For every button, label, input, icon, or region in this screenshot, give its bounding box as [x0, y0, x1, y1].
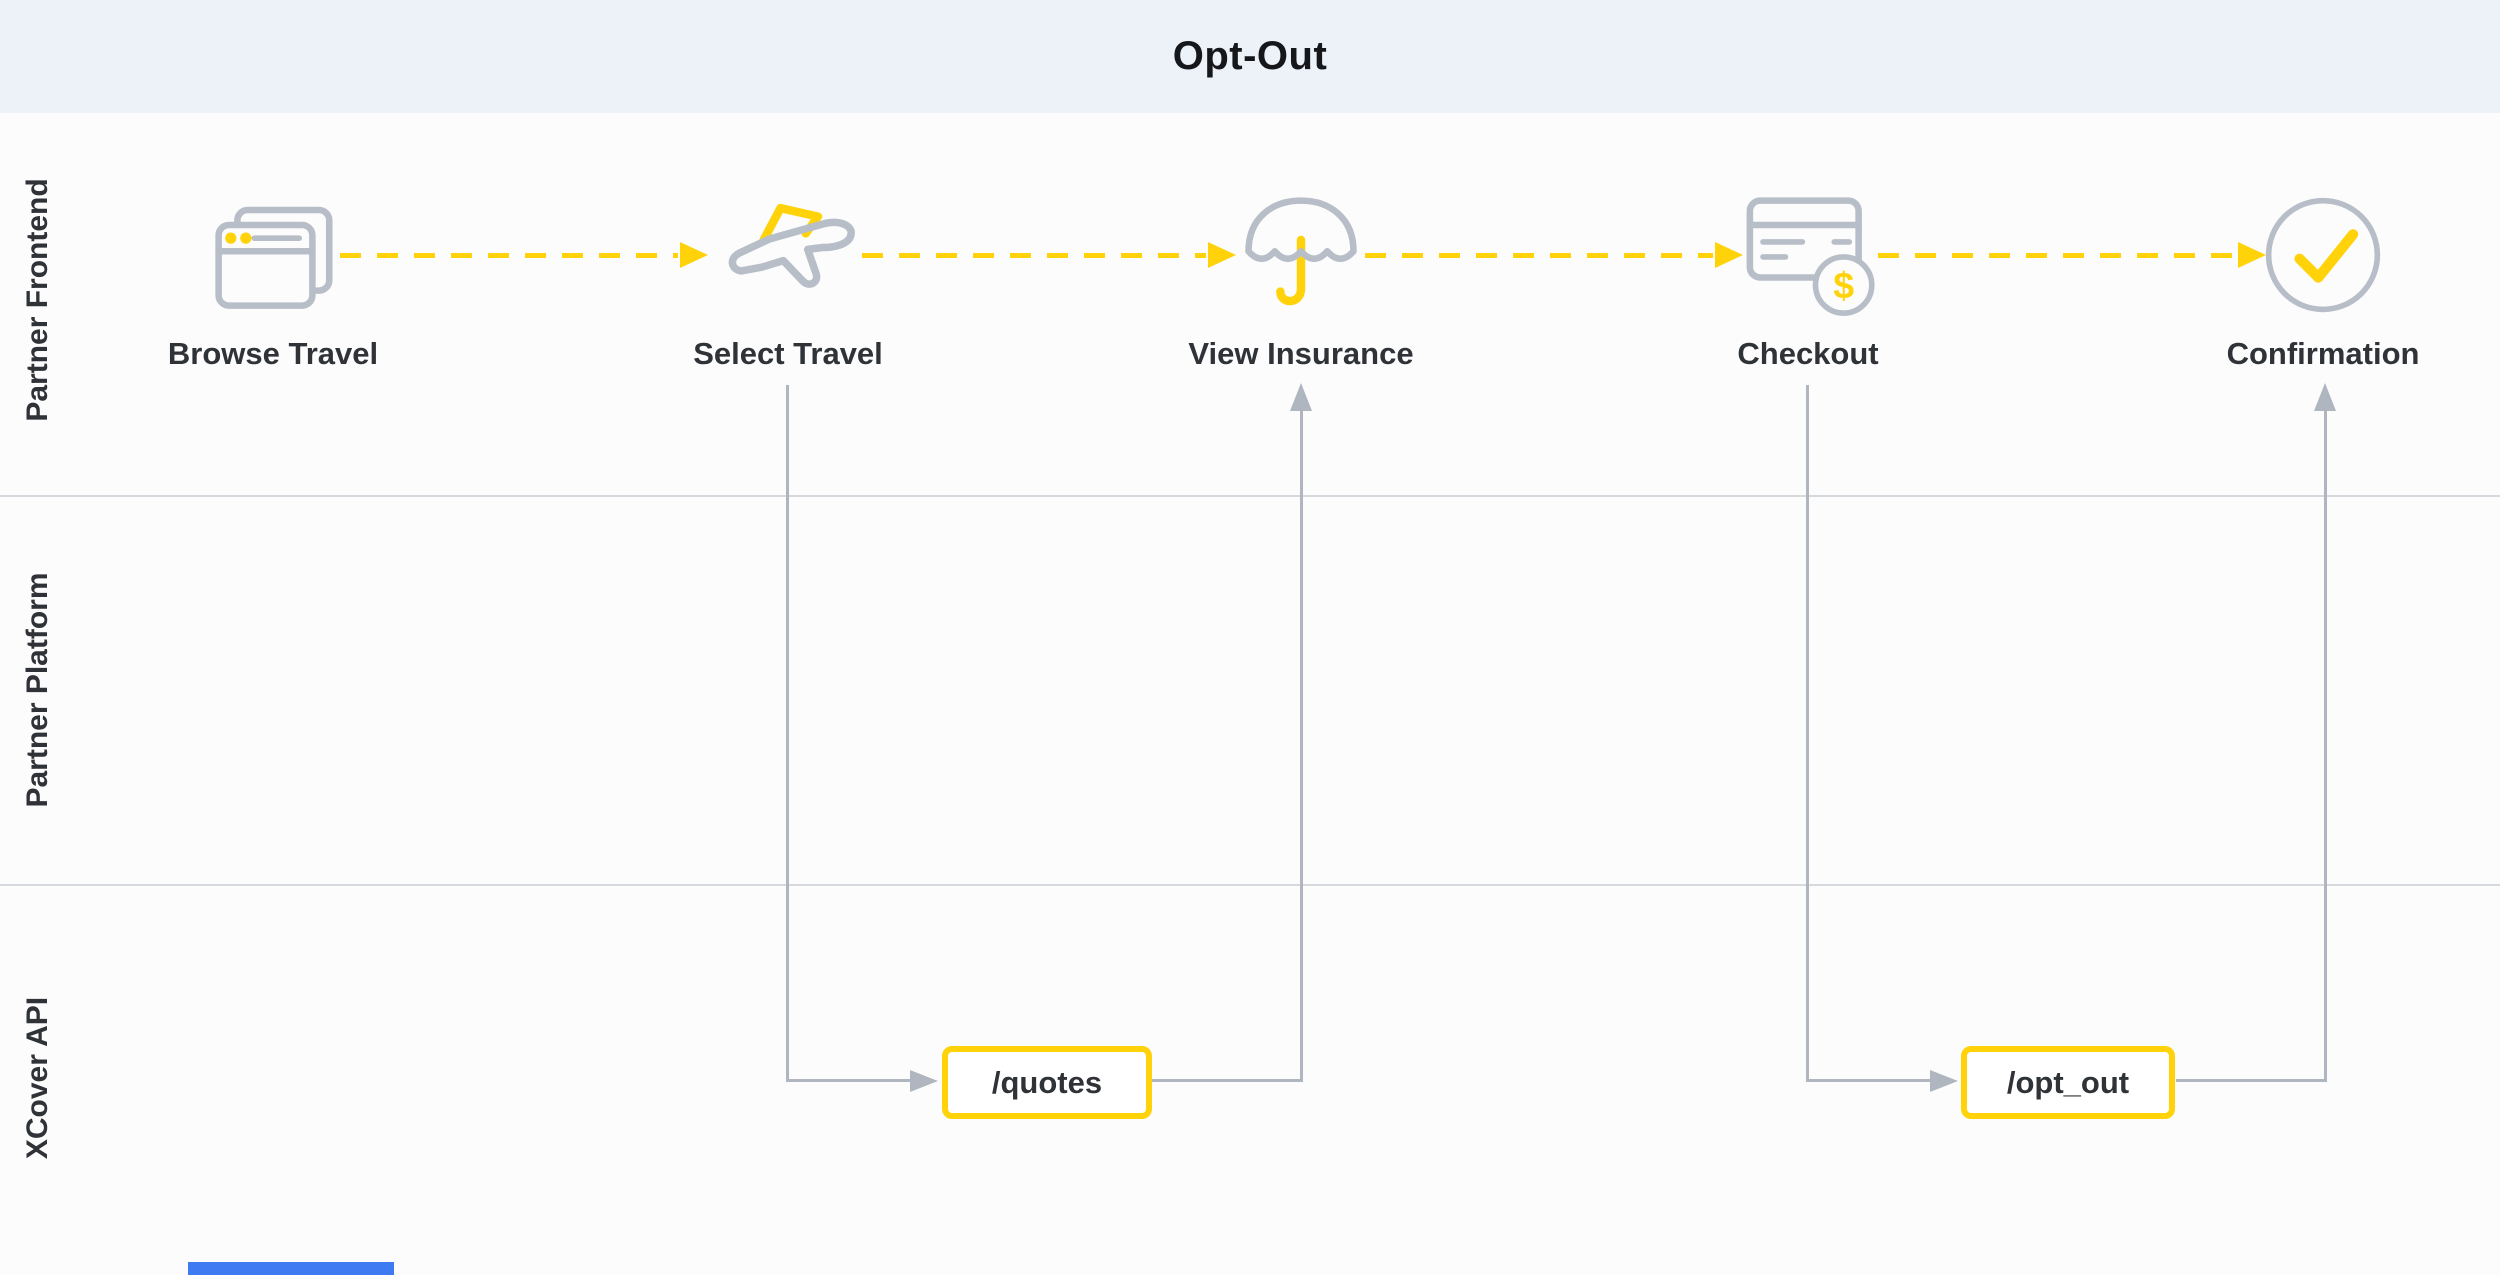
endpoint-opt-out-label: /opt_out: [2006, 1064, 2130, 1100]
flow-dash-segment: [1365, 253, 1713, 258]
check-circle-icon: [2265, 197, 2381, 313]
lane-label-xcover-api: XCover API: [21, 996, 54, 1160]
connector-checkout-to-optout-horizontal: [1806, 1079, 1930, 1082]
flow-dash-segment: [340, 253, 678, 258]
header-band: [0, 0, 2500, 113]
credit-card-icon: $: [1746, 197, 1875, 316]
arrowhead-into-quotes-icon: [910, 1070, 938, 1092]
flow-dash-segment: [1878, 253, 2236, 258]
lane-label-partner-frontend: Partner Frontend: [21, 178, 54, 422]
browser-icon: [215, 206, 333, 309]
lane-label-partner-platform: Partner Platform: [21, 572, 54, 808]
step-label-confirmation: Confirmation: [2226, 336, 2420, 371]
flow-arrowhead-icon: [680, 242, 708, 268]
step-label-checkout: Checkout: [1737, 336, 1879, 371]
lane-divider: [0, 495, 2500, 497]
connector-checkout-to-optout-vertical: [1806, 385, 1809, 1082]
plane-icon: [728, 203, 855, 288]
connector-select-to-quotes-horizontal: [786, 1079, 910, 1082]
connector-quotes-to-insurance-vertical: [1300, 408, 1303, 1082]
endpoint-quotes: /quotes: [942, 1046, 1152, 1119]
page-title: Opt-Out: [1172, 34, 1328, 78]
connector-select-to-quotes-vertical: [786, 385, 789, 1082]
horizontal-scrollbar-thumb[interactable]: [188, 1262, 394, 1275]
flow-arrowhead-icon: [1715, 242, 1743, 268]
arrowhead-into-confirmation-icon: [2314, 383, 2336, 411]
flow-arrowhead-icon: [2238, 242, 2266, 268]
connector-quotes-to-insurance-horizontal: [1152, 1079, 1303, 1082]
endpoint-quotes-label: /quotes: [991, 1064, 1103, 1100]
dollar-sign-glyph: $: [1833, 264, 1854, 306]
lane-divider: [0, 884, 2500, 886]
step-label-browse-travel: Browse Travel: [167, 336, 379, 371]
connector-optout-to-confirmation-vertical: [2324, 408, 2327, 1082]
endpoint-opt-out: /opt_out: [1961, 1046, 2175, 1119]
flow-dash-segment: [862, 253, 1206, 258]
step-label-view-insurance: View Insurance: [1188, 336, 1414, 371]
arrowhead-into-optout-icon: [1930, 1070, 1958, 1092]
arrowhead-into-view-insurance-icon: [1290, 383, 1312, 411]
umbrella-icon: [1245, 197, 1357, 306]
step-label-select-travel: Select Travel: [693, 336, 883, 371]
flow-arrowhead-icon: [1208, 242, 1236, 268]
connector-optout-to-confirmation-horizontal: [2176, 1079, 2327, 1082]
